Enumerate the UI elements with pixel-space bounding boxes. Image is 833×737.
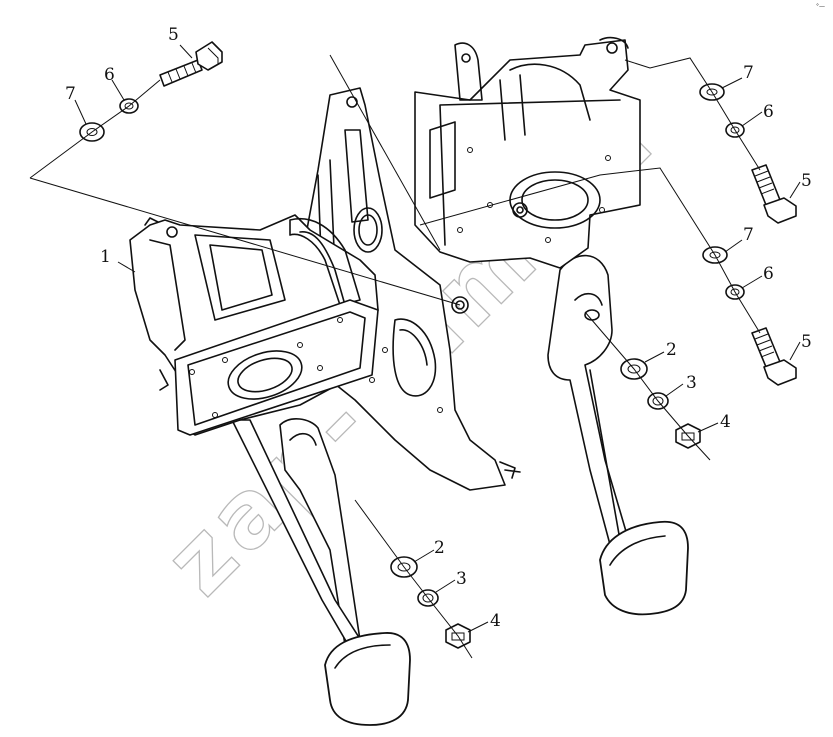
callout-1: 1 bbox=[100, 247, 111, 267]
callout-7-mid-right: 7 bbox=[743, 225, 754, 245]
callout-5-mid-right: 5 bbox=[801, 332, 812, 352]
bolt-top-left bbox=[159, 41, 223, 87]
bolt-mid-right bbox=[751, 327, 797, 386]
callout-6-mid-right: 6 bbox=[763, 264, 774, 284]
callout-4-right: 4 bbox=[720, 412, 731, 432]
callout-4-left: 4 bbox=[490, 611, 501, 631]
callouts: 1 2 2 3 3 4 4 5 5 5 6 6 6 7 7 7 bbox=[65, 25, 812, 631]
callout-6-top-left: 6 bbox=[104, 65, 115, 85]
rear-bracket bbox=[414, 36, 641, 269]
right-pedal bbox=[547, 254, 689, 616]
callout-3-right: 3 bbox=[686, 373, 697, 393]
left-pedal bbox=[231, 418, 411, 726]
callout-7-top-right: 7 bbox=[743, 63, 754, 83]
callout-2-left: 2 bbox=[434, 538, 445, 558]
callout-2-right: 2 bbox=[666, 340, 677, 360]
leader-lines bbox=[29, 44, 801, 659]
bolt-top-right bbox=[751, 164, 797, 224]
corner-mark: °— bbox=[816, 3, 825, 10]
front-bracket bbox=[129, 214, 469, 436]
callout-5-top-right: 5 bbox=[801, 171, 812, 191]
callout-5-top-left: 5 bbox=[168, 25, 179, 45]
callout-7-top-left: 7 bbox=[65, 84, 76, 104]
callout-6-top-right: 6 bbox=[763, 102, 774, 122]
callout-3-left: 3 bbox=[456, 569, 467, 589]
